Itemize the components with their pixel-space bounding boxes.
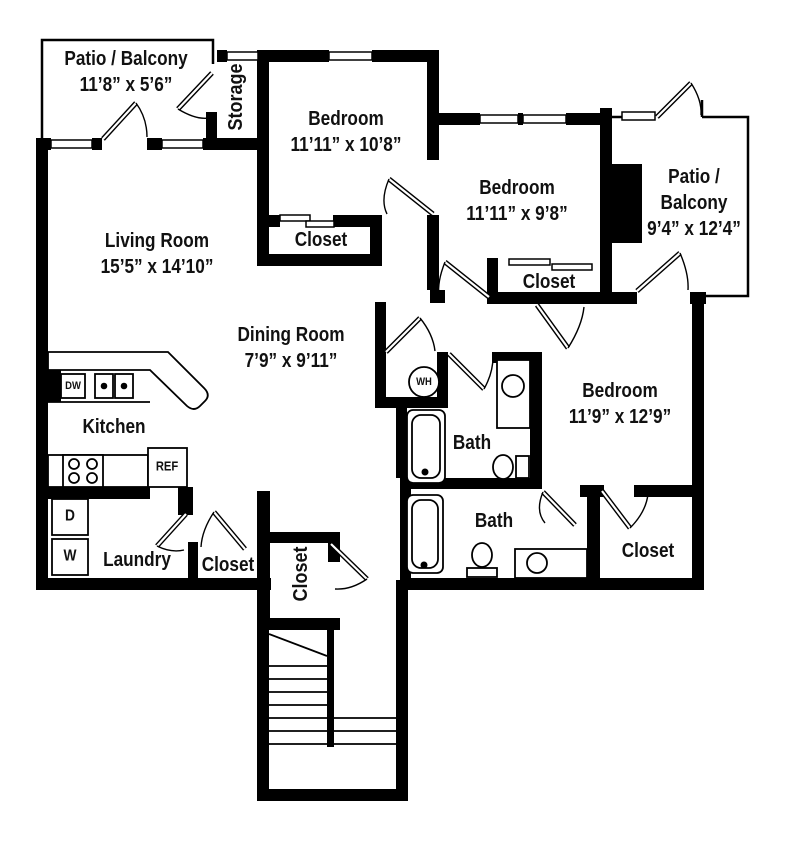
toilet-upper-icon	[492, 454, 530, 480]
patio-right-label: Patio / Balcony 9’4” x 12’4”	[647, 166, 741, 240]
stove-icon	[62, 454, 104, 488]
closet-bedroom-right-label: Closet	[621, 540, 675, 562]
dishwasher-box	[60, 373, 86, 399]
window	[522, 114, 567, 124]
window	[621, 111, 656, 121]
washer-box	[51, 538, 89, 576]
doors	[101, 71, 702, 590]
dryer-label: D	[65, 507, 75, 525]
kitchen-sink	[94, 373, 134, 399]
bathtub-lower-icon	[406, 494, 444, 574]
dining-room-label: Dining Room 7’9” x 9’11”	[237, 324, 345, 372]
windows	[50, 51, 656, 149]
toilet-lower-icon	[466, 542, 498, 578]
bathtub-upper-icon	[406, 409, 446, 484]
bedroom-top-label: Bedroom 11’11” x 10’8”	[290, 108, 402, 156]
refrigerator-box	[147, 447, 188, 488]
window	[226, 51, 259, 61]
laundry-fixtures	[51, 498, 89, 576]
dryer-box	[51, 498, 89, 536]
storage-label: Storage	[225, 63, 247, 131]
bath-fixtures	[406, 359, 588, 579]
closet-laundry-label: Closet	[201, 554, 255, 576]
walls	[36, 50, 706, 801]
kitchen-fixtures	[40, 351, 209, 488]
washer-label: W	[63, 547, 77, 565]
window	[50, 139, 93, 149]
bath-upper-label: Bath	[452, 432, 492, 454]
water-heater-icon	[408, 366, 440, 398]
vanity-lower-icon	[514, 548, 588, 579]
window	[161, 139, 204, 149]
patio-outlines	[40, 38, 750, 298]
dishwasher-label: DW	[65, 379, 81, 392]
laundry-label: Laundry	[103, 549, 171, 571]
window	[328, 51, 373, 61]
vanity-upper-icon	[496, 359, 531, 429]
bedroom-right-label: Bedroom 11’9” x 12’9”	[568, 380, 672, 428]
closet-sliders	[279, 214, 593, 271]
kitchen-label: Kitchen	[82, 416, 146, 438]
living-room-label: Living Room 15’5” x 14’10”	[100, 230, 214, 278]
stairs	[268, 633, 396, 745]
closet-hall-label: Closet	[290, 546, 312, 602]
refrigerator-label: REF	[155, 458, 179, 474]
bedroom-middle-label: Bedroom 11’11” x 9’8”	[466, 177, 568, 225]
closet-bedroom-top-label: Closet	[294, 229, 348, 251]
patio-top-left-label: Patio / Balcony 11’8” x 5’6”	[64, 48, 188, 96]
chimney-block	[609, 164, 642, 243]
bath-lower-label: Bath	[474, 510, 514, 532]
window	[479, 114, 519, 124]
water-heater-label: WH	[416, 375, 432, 388]
closet-bedroom-middle-label: Closet	[522, 271, 576, 293]
kitchen-counter	[47, 351, 209, 410]
